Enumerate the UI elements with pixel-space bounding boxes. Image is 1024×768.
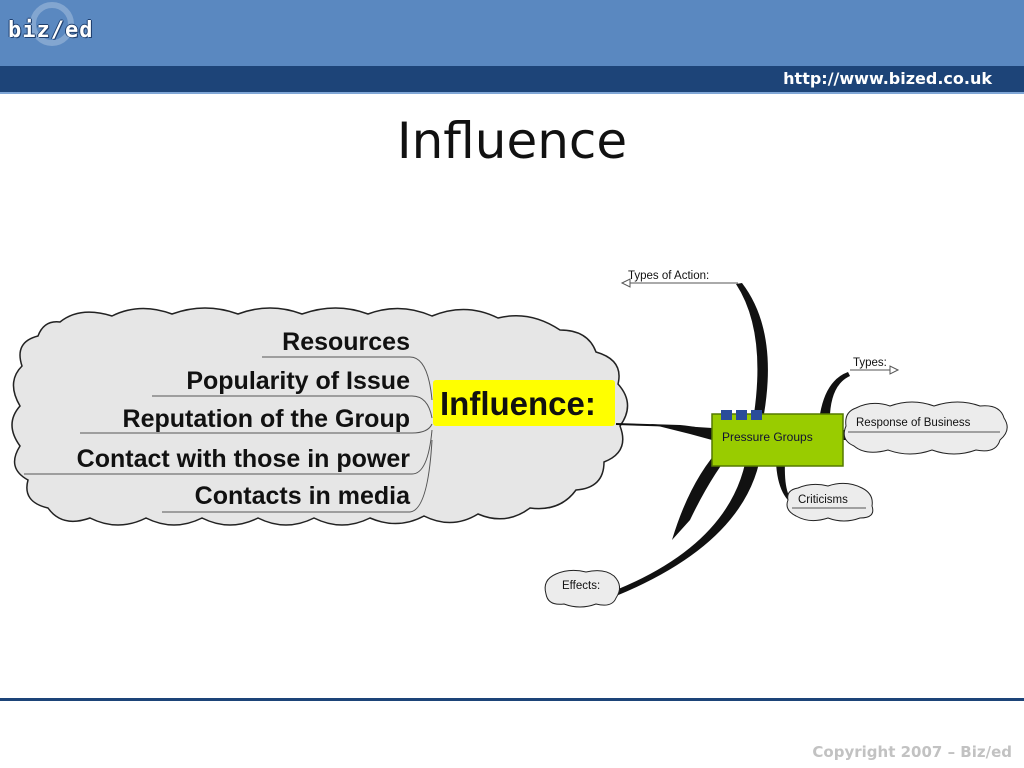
hub-square-1	[721, 410, 732, 420]
pressure-groups-hub	[711, 413, 844, 467]
response-of-business-cloud	[843, 401, 1008, 455]
branch-types-of-action: Types of Action:	[628, 270, 709, 282]
connector-influence-hub-thick	[650, 424, 712, 440]
slide-title: Influence	[396, 112, 628, 170]
branch-criticisms: Criticisms	[798, 494, 848, 506]
url-bar: http://www.bized.co.uk	[0, 66, 1024, 94]
effects-cloud	[544, 569, 620, 608]
factor-contacts-in-media: Contacts in media	[195, 482, 411, 510]
bized-logo[interactable]: biz/ed	[8, 18, 94, 43]
factor-reputation-of-group: Reputation of the Group	[123, 405, 410, 433]
factor-resources: Resources	[282, 328, 410, 356]
branch-effects: Effects:	[562, 580, 600, 592]
influence-cloud	[11, 307, 629, 526]
header-bar: biz/ed	[0, 0, 1024, 66]
hub-square-2	[736, 410, 747, 420]
criticisms-cloud	[786, 482, 874, 522]
branch-types: Types:	[853, 357, 887, 369]
hub-label: Pressure Groups	[722, 430, 813, 444]
influence-highlight	[433, 380, 615, 426]
branch-response-of-business: Response of Business	[856, 417, 971, 429]
footer-divider	[0, 698, 1024, 701]
at-sign-icon	[30, 2, 74, 46]
central-influence-label: Influence:	[440, 385, 596, 422]
copyright-text: Copyright 2007 – Biz/ed	[812, 743, 1012, 761]
hub-square-3	[751, 410, 762, 420]
site-url[interactable]: http://www.bized.co.uk	[783, 69, 992, 88]
factor-popularity-of-issue: Popularity of Issue	[186, 367, 410, 395]
factor-contact-with-power: Contact with those in power	[77, 445, 411, 473]
factor-underlines	[24, 356, 433, 513]
